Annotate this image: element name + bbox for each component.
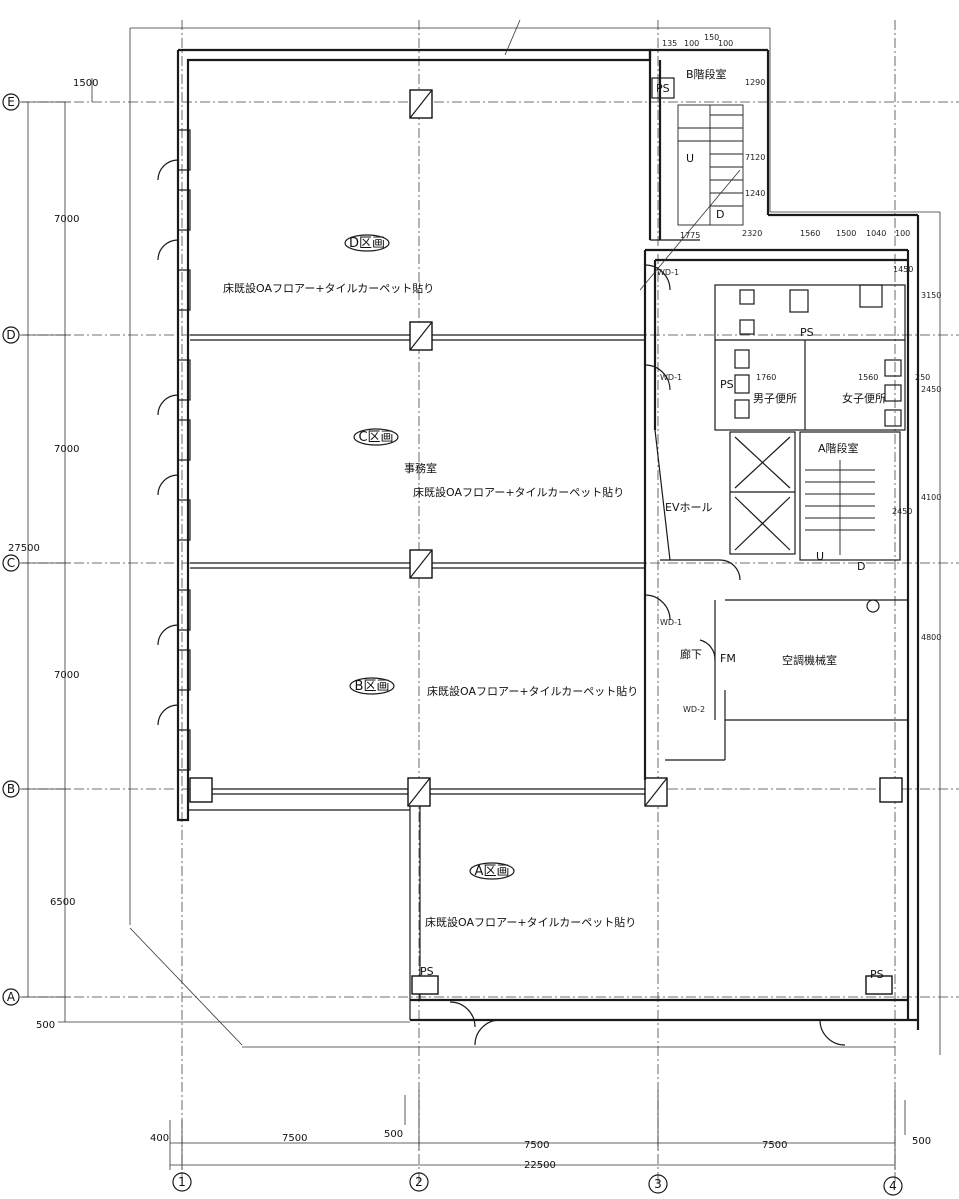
stair-a-label: A階段室	[818, 441, 859, 455]
dim-bottom-500a: 500	[384, 1129, 403, 1140]
axis-c: C	[7, 556, 15, 570]
stair-b-down: D	[716, 208, 724, 221]
dim-bottom-500b: 500	[912, 1136, 931, 1147]
ps-label-a2: PS	[870, 968, 884, 981]
zone-b: B区画 床既設OAフロアー+タイルカーペット貼り	[349, 677, 638, 698]
axis-4: 4	[889, 1179, 897, 1193]
ev-hall-label: EVホール	[665, 501, 712, 514]
stair-b-label: B階段室	[686, 67, 727, 81]
core-dim-1760: 1760	[756, 373, 776, 382]
stair-b	[677, 104, 744, 226]
dim-bottom-22500: 22500	[524, 1160, 556, 1171]
zone-b-label: B区画	[355, 679, 390, 694]
ps-label-top: PS	[656, 82, 670, 95]
zone-d: D区画 床既設OAフロアー+タイルカーペット貼り	[223, 234, 434, 295]
section-lines	[129, 19, 941, 1055]
dim-bottom-7500b: 7500	[524, 1140, 549, 1151]
core-dim-1775: 1775	[680, 231, 700, 240]
core-dim-2450b: 2450	[892, 507, 912, 516]
zone-c-floor: 床既設OAフロアー+タイルカーペット貼り	[413, 485, 624, 499]
womens-wc-label: 女子便所	[842, 391, 886, 405]
zone-a: A区画 床既設OAフロアー+タイルカーペット貼り	[425, 862, 636, 929]
bottom-dimension-chain	[169, 1090, 906, 1170]
wd2-label: WD-2	[683, 705, 705, 714]
stair-a-up: U	[816, 550, 824, 563]
axis-d: D	[6, 328, 15, 342]
core-dim-1290: 1290	[745, 78, 765, 87]
wd1-label-1: WD-1	[657, 268, 679, 277]
axis-a: A	[7, 990, 16, 1004]
mens-wc-label: 男子便所	[753, 392, 797, 405]
zone-d-floor: 床既設OAフロアー+タイルカーペット貼り	[223, 281, 434, 295]
dim-left-6500: 6500	[50, 897, 75, 908]
core-dimensions: 135 100 150 100 1290 7120 1240 1775 2320…	[662, 33, 941, 642]
core-dim-250: 250	[915, 373, 930, 382]
dim-bottom-7500c: 7500	[762, 1140, 787, 1151]
core-dim-100a: 100	[684, 39, 699, 48]
axis-3: 3	[654, 1177, 662, 1191]
zone-c-label: C区画	[358, 430, 393, 445]
bottom-dimension-texts: 400 7500 500 7500 7500 500 22500	[150, 1129, 931, 1171]
core-dim-2320: 2320	[742, 229, 762, 238]
dim-left-27500: 27500	[8, 543, 40, 554]
core-dim-4100a: 4100	[921, 493, 941, 502]
core-dim-1240: 1240	[745, 189, 765, 198]
stair-a	[805, 460, 875, 555]
ps-label-a1: PS	[420, 965, 434, 978]
axis-e: E	[7, 95, 15, 109]
axis-1: 1	[178, 1175, 186, 1189]
zone-c-room: 事務室	[404, 461, 437, 475]
core-dim-7120: 7120	[745, 153, 765, 162]
core-dim-2450a: 2450	[921, 385, 941, 394]
core-dim-1450: 1450	[893, 265, 913, 274]
axis-b: B	[7, 782, 15, 796]
core-dim-150: 150	[704, 33, 719, 42]
dim-bottom-400: 400	[150, 1133, 169, 1144]
core-dim-100b: 100	[718, 39, 733, 48]
columns	[189, 89, 903, 995]
core-dim-100c: 100	[895, 229, 910, 238]
left-dimension-chain	[22, 78, 410, 1023]
wd1-label-2: WD-1	[660, 373, 682, 382]
ps-label-side: PS	[720, 378, 734, 391]
zone-a-floor: 床既設OAフロアー+タイルカーペット貼り	[425, 915, 636, 929]
zone-a-label: A区画	[475, 864, 510, 879]
dim-left-7000c: 7000	[54, 670, 79, 681]
zone-d-label: D区画	[349, 236, 385, 251]
stair-a-down: D	[857, 560, 865, 573]
dim-left-7000b: 7000	[54, 444, 79, 455]
core-dim-1500: 1500	[836, 229, 856, 238]
dim-left-7000a: 7000	[54, 214, 79, 225]
core-dim-1040: 1040	[866, 229, 886, 238]
row-axis-labels: E D C B A	[2, 93, 20, 1006]
fm-label: FM	[720, 652, 736, 665]
doors	[449, 264, 880, 1046]
ps-label-wc: PS	[800, 326, 814, 339]
grid-lines	[20, 20, 959, 1185]
core-walls	[643, 50, 908, 780]
zone-c: C区画 事務室 床既設OAフロアー+タイルカーペット貼り	[353, 428, 624, 499]
restroom-fixtures	[734, 284, 902, 427]
axis-2: 2	[415, 1175, 423, 1189]
core-dim-1560b: 1560	[858, 373, 878, 382]
stair-b-up: U	[686, 152, 694, 165]
core-dim-135: 135	[662, 39, 677, 48]
outer-walls	[176, 48, 920, 1030]
dim-left-500: 500	[36, 1020, 55, 1031]
column-axis-labels: 1 2 3 4	[172, 1172, 903, 1196]
dim-left-1500: 1500	[73, 78, 98, 89]
elevator-icon	[734, 436, 791, 551]
core-dim-4800: 4800	[921, 633, 941, 642]
zone-b-floor: 床既設OAフロアー+タイルカーペット貼り	[427, 684, 638, 698]
corridor-label: 廊下	[680, 647, 702, 661]
left-dimension-texts: 1500 7000 7000 27500 7000 6500 500	[8, 78, 98, 1031]
core-dim-3150: 3150	[921, 291, 941, 300]
core-dim-1560: 1560	[800, 229, 820, 238]
dim-bottom-7500a: 7500	[282, 1133, 307, 1144]
wd1-label-3: WD-1	[660, 618, 682, 627]
core-labels: B階段室 PS U D WD-1 WD-1 WD-1 WD-2 PS PS 男子…	[420, 67, 886, 981]
hvac-label: 空調機械室	[782, 653, 837, 667]
window-bays	[157, 129, 191, 771]
